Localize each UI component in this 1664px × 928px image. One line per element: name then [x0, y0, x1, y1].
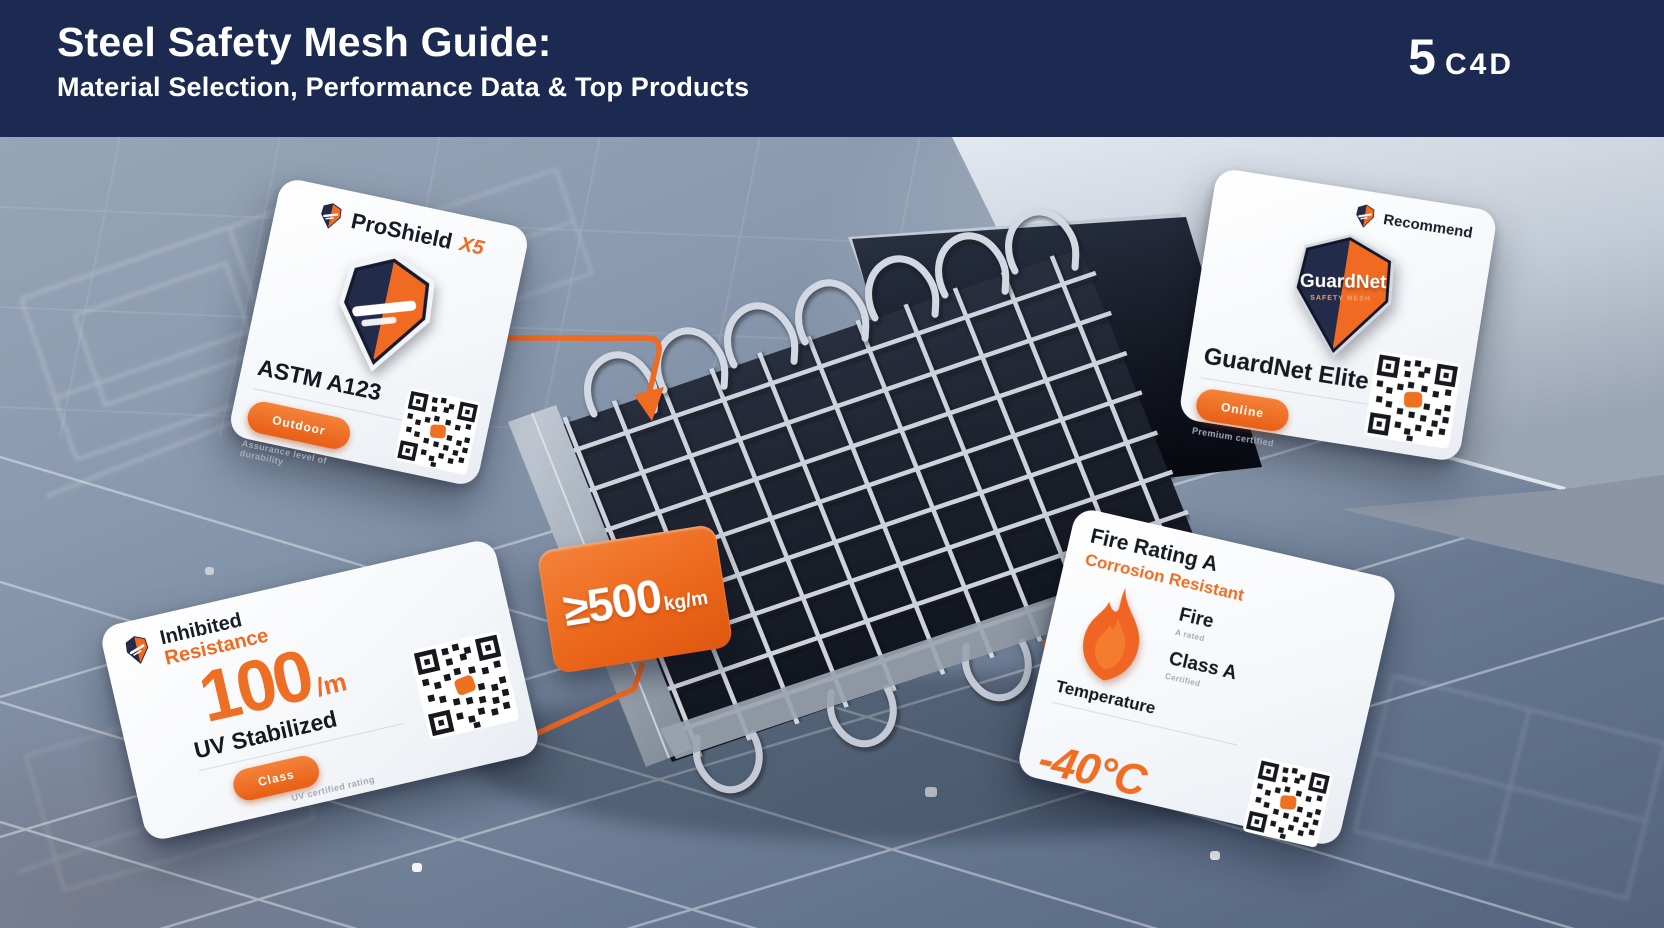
brand-logo: 5 C4D [1408, 28, 1514, 86]
page-title: Steel Safety Mesh Guide: [57, 19, 552, 65]
guardnet-ribbon: Recommend [1382, 211, 1474, 242]
guardnet-badge-text: GuardNet [1299, 270, 1387, 294]
proshield-model: X5 [457, 232, 487, 260]
connector-proshield-arrow [634, 387, 664, 421]
flame-icon [1059, 575, 1166, 694]
shield-small-icon [314, 199, 347, 234]
shield-small-icon [1351, 201, 1379, 231]
uv-unit: /m [313, 666, 350, 703]
shield-badge-icon: GuardNet SAFETY MESH [1266, 222, 1416, 369]
qr-code-icon [394, 387, 482, 475]
header-band: Steel Safety Mesh Guide: Material Select… [0, 0, 1664, 137]
product-card-guardnet: Recommend GuardNet SAFETY MESH GuardNet … [1177, 167, 1499, 463]
brand-logo-number: 5 [1408, 29, 1436, 85]
load-tag-unit: kg/m [662, 587, 710, 616]
qr-code-icon [409, 630, 519, 740]
page-subtitle: Material Selection, Performance Data & T… [57, 72, 750, 103]
shield-small-icon [119, 631, 156, 670]
qr-code-icon [1363, 351, 1461, 449]
product-card-proshield: ProShield X5 ASTM A123 Outdoor Assurance… [227, 176, 531, 488]
brand-logo-text: C4D [1444, 48, 1514, 81]
shield-logo-icon [312, 240, 454, 388]
load-tag-value: ≥500 [559, 569, 665, 636]
connector-proshield [494, 335, 662, 402]
